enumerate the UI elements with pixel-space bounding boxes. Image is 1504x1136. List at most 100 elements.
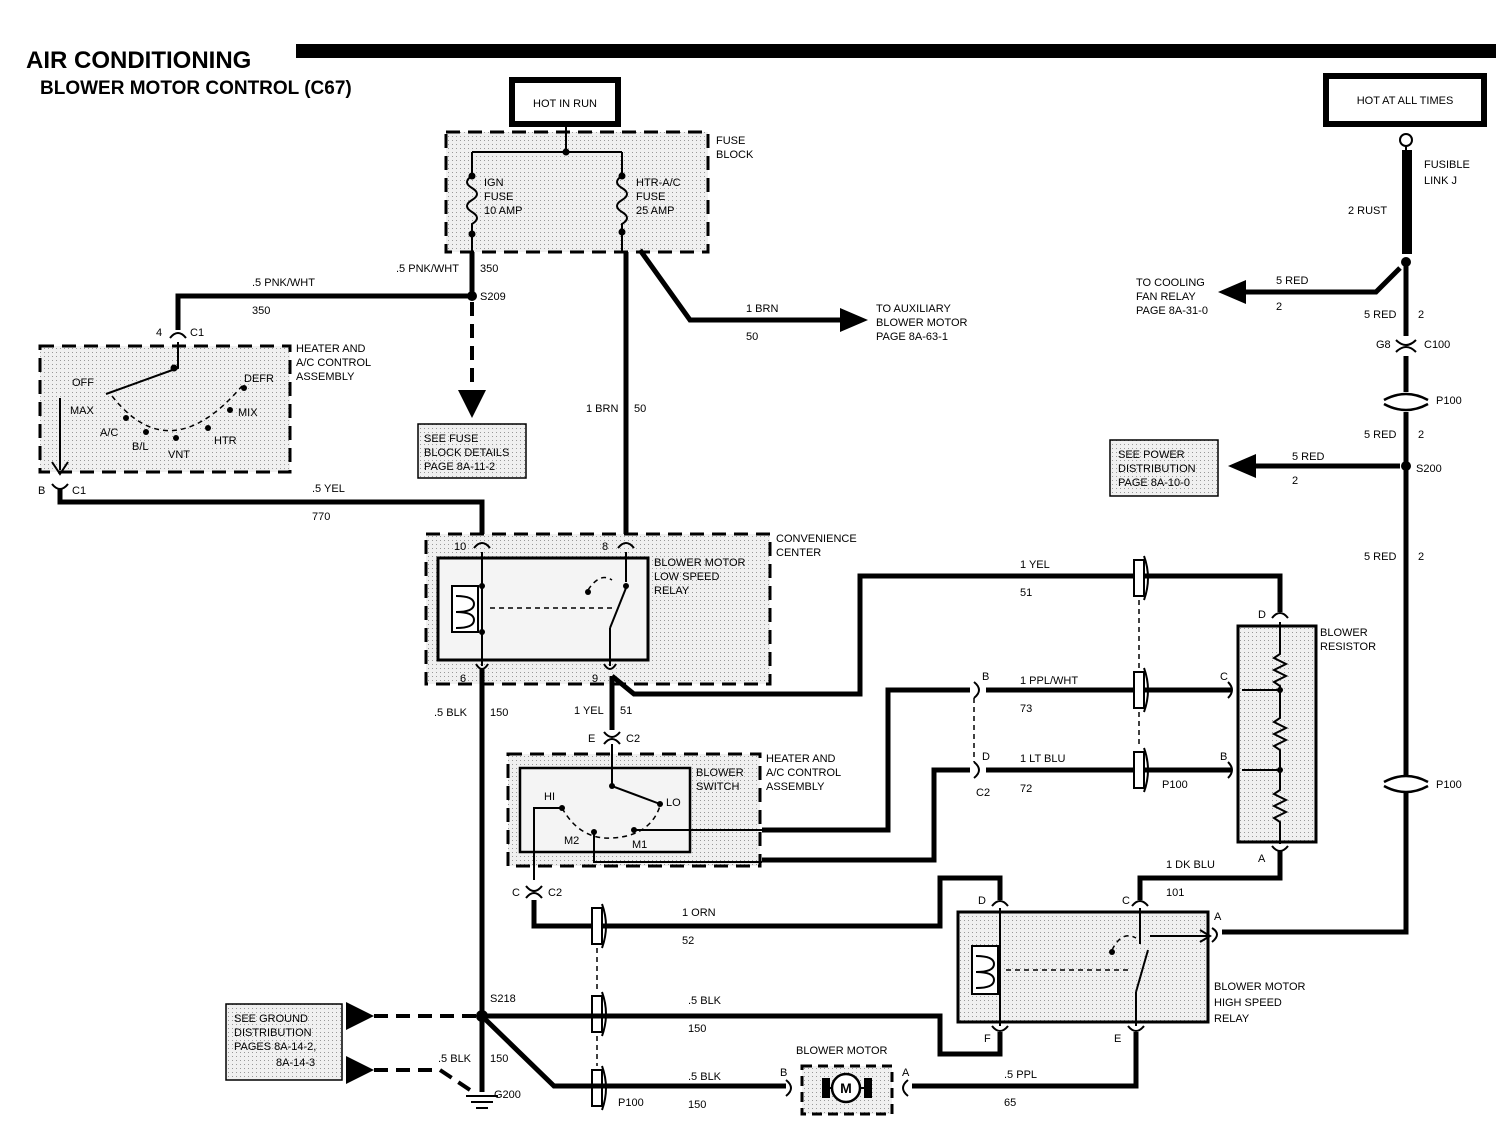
resistor-tap-b	[1277, 767, 1283, 773]
wire-yel-770	[57, 488, 485, 540]
low-relay-1: BLOWER MOTOR	[654, 557, 746, 569]
high-relay-pin-e: E	[1114, 1033, 1121, 1045]
c2-label-bd: C2	[976, 787, 990, 799]
selector-stop-bl	[143, 429, 149, 435]
wire-dkblu-101	[1137, 850, 1283, 900]
c1-label-top: C1	[190, 327, 204, 339]
c2-bd-connectors	[973, 681, 980, 779]
resistor-pin-b: B	[1220, 751, 1227, 763]
resistor-pin-d: D	[1258, 609, 1266, 621]
high-relay-1: BLOWER MOTOR	[1214, 981, 1306, 993]
wire-65-label: 65	[1004, 1097, 1016, 1109]
c2-pin-c: C	[512, 887, 520, 899]
wire-pnkwht-label-b: .5 PNK/WHT	[252, 277, 315, 289]
relay-pin-10: 10	[454, 541, 466, 553]
selector-arc	[111, 385, 243, 432]
hac2-label-1: HEATER AND	[766, 753, 836, 765]
relay-pin-6: 6	[460, 673, 466, 685]
p100-label-c: P100	[1436, 779, 1462, 791]
relay-internal-wires	[481, 552, 627, 666]
selector-stop-defr	[241, 385, 247, 391]
resistor-pin-c: C	[1220, 671, 1228, 683]
switch-m2: M2	[564, 835, 579, 847]
wire-yel-label-b: 1 YEL	[574, 705, 604, 717]
switch-m1: M1	[632, 839, 647, 851]
high-relay-arrow	[1199, 929, 1212, 943]
relay-coil-winding	[455, 595, 476, 629]
wire-brn-label-a: 1 BRN	[746, 303, 778, 315]
wire-72-label: 72	[1020, 783, 1032, 795]
htr-fuse-top-dot	[618, 172, 626, 180]
selector-htr: HTR	[214, 435, 237, 447]
motor-pin-b: B	[780, 1067, 787, 1079]
wire-51-label-a: 51	[1020, 587, 1032, 599]
blower-motor-symbol: M	[840, 1080, 852, 1096]
wire-blk-label-a: .5 BLK	[434, 707, 468, 719]
hac-label-3: ASSEMBLY	[296, 371, 355, 383]
arrow-left-icon-4	[346, 1056, 374, 1084]
c2-pin-e: E	[588, 733, 595, 745]
conv-center-1: CONVENIENCE	[776, 533, 857, 545]
wire-blk-150-b	[482, 1013, 1003, 1057]
blower-switch-arc	[561, 805, 661, 839]
see-fuse-2: BLOCK DETAILS	[424, 447, 509, 459]
htr-fuse-label-2: FUSE	[636, 191, 665, 203]
inline-connector-p100-c	[1383, 774, 1429, 794]
wire-red-2-a	[1244, 266, 1402, 295]
to-aux-2: BLOWER MOTOR	[876, 317, 968, 329]
hac2-label-2: A/C CONTROL	[766, 767, 841, 779]
relay-pin-9: 9	[592, 673, 598, 685]
see-power-1: SEE POWER	[1118, 449, 1185, 461]
see-fuse-1: SEE FUSE	[424, 433, 478, 445]
wire-52-label: 52	[682, 935, 694, 947]
title-bar	[296, 44, 1496, 58]
hac-label-1: HEATER AND	[296, 343, 366, 355]
low-relay-3: RELAY	[654, 585, 690, 597]
c1-pin-b: B	[38, 485, 45, 497]
wire-350-label-b: 350	[252, 305, 270, 317]
hot-at-all-times-box	[1323, 73, 1487, 127]
see-ground-4: 8A-14-3	[276, 1057, 315, 1069]
g8-label: G8	[1376, 339, 1391, 351]
ign-fuse-label-1: IGN	[484, 177, 504, 189]
c2-pin-b: B	[982, 671, 989, 683]
hot-in-run-label: HOT IN RUN	[533, 98, 597, 110]
wire-red-to-high-relay	[1222, 792, 1409, 935]
see-ground-3: PAGES 8A-14-2,	[234, 1041, 316, 1053]
resistor-tap-c	[1277, 687, 1283, 693]
c1-label-bottom: C1	[72, 485, 86, 497]
wire-350-label-a: 350	[480, 263, 498, 275]
resistor-label-1: BLOWER	[1320, 627, 1368, 639]
wire-blk-150-d	[484, 1018, 786, 1089]
wire-yel-label: .5 YEL	[312, 483, 345, 495]
wire-yel-label-a: 1 YEL	[1020, 559, 1050, 571]
switch-hi: HI	[544, 791, 555, 803]
see-fuse-3: PAGE 8A-11-2	[424, 461, 495, 473]
high-relay-pin-f: F	[984, 1033, 991, 1045]
resistor-taps	[1242, 689, 1280, 771]
high-relay-3: RELAY	[1214, 1013, 1250, 1025]
wire-red-label-e: 5 RED	[1364, 551, 1396, 563]
inline-connector-p100-a	[1383, 392, 1429, 412]
ground-ref-dashes	[374, 1014, 478, 1096]
c2-pin-d: D	[982, 751, 990, 763]
relay-coil-icon	[451, 585, 479, 633]
p100-label-d: P100	[618, 1097, 644, 1109]
wire-150-label-c: 150	[490, 1053, 508, 1065]
see-power-ref-box	[1109, 439, 1219, 497]
wire-dkblu-label: 1 DK BLU	[1166, 859, 1215, 871]
blower-motor-connectors	[785, 1079, 909, 1097]
fusible-link-2: LINK J	[1424, 175, 1457, 187]
wire-blk-label-d: .5 BLK	[688, 1071, 722, 1083]
wire-ppl-65	[912, 1032, 1139, 1089]
resistor-connectors	[1227, 612, 1289, 852]
c2-label-e: C2	[626, 733, 640, 745]
selector-defr: DEFR	[244, 373, 274, 385]
selector-out-arrow	[51, 461, 69, 476]
ign-fuse-top-dot	[468, 172, 476, 180]
wire-pplwht-label: 1 PPL/WHT	[1020, 675, 1078, 687]
selector-stop-mix	[227, 407, 233, 413]
arrow-right-icon	[840, 308, 868, 332]
high-relay-coil-winding	[975, 955, 996, 989]
